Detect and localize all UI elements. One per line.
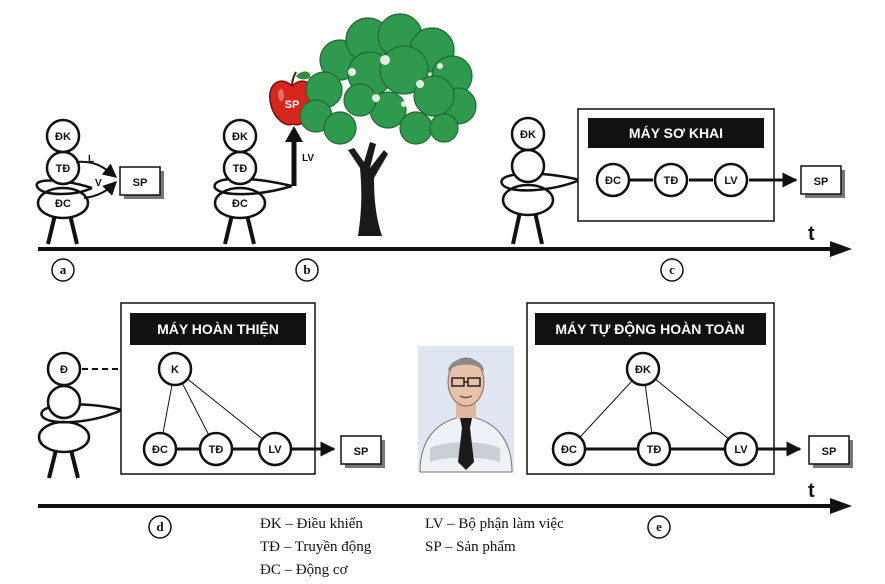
belly-label: ĐC	[55, 198, 71, 210]
legend-dk: ĐK – Điều khiển	[260, 516, 363, 532]
product-box	[340, 435, 382, 465]
timeline-1-label: t	[808, 223, 815, 245]
machine-title: MÁY SƠ KHAI	[629, 125, 723, 141]
arrow-label-l: L	[88, 154, 94, 165]
panel-label: e	[656, 519, 662, 534]
node-lv-label: LV	[724, 175, 738, 187]
legend-sp: SP – Sản phẩm	[425, 539, 516, 555]
node-k	[157, 351, 193, 387]
body-belly	[36, 186, 90, 220]
node-dc-label: ĐC	[152, 444, 168, 456]
machine-title-bar	[130, 313, 306, 345]
panel-label: d	[156, 519, 164, 534]
product-box	[808, 435, 850, 465]
node-dc-label: ĐC	[561, 444, 577, 456]
node-dc	[595, 162, 631, 198]
belly-label: ĐC	[232, 198, 248, 210]
legend-dc: ĐC – Động cơ	[260, 562, 349, 578]
node-lv	[723, 431, 759, 467]
head-label: ĐK	[232, 131, 248, 143]
product-label: SP	[133, 177, 148, 189]
node-dc	[551, 431, 587, 467]
product-label: SP	[822, 446, 837, 458]
node-lv-label: LV	[268, 444, 282, 456]
node-td	[636, 431, 672, 467]
legend: ĐK – Điều khiển TĐ – Truyền động ĐC – Độ…	[260, 516, 564, 578]
node-dk-label: ĐK	[635, 364, 651, 376]
arrow-label-lv: LV	[302, 153, 314, 164]
panel-label: c	[669, 262, 675, 277]
node-lv-label: LV	[734, 444, 748, 456]
tree-icon	[299, 13, 477, 236]
panel-label-circle	[51, 258, 75, 282]
panel-a: ĐK TĐ ĐC L V SP a	[35, 118, 164, 282]
machine-title-bar	[588, 118, 764, 148]
node-lv	[257, 431, 293, 467]
node-dc	[142, 431, 178, 467]
node-td-label: TĐ	[664, 175, 679, 187]
machine-title: MÁY HOÀN THIỆN	[157, 320, 279, 337]
machine-title: MÁY TỰ ĐỘNG HOÀN TOÀN	[555, 320, 744, 337]
product-label: SP	[354, 446, 369, 458]
apple-label: SP	[285, 99, 300, 111]
node-lv	[713, 162, 749, 198]
node-dk	[625, 351, 661, 387]
product-box	[119, 166, 161, 196]
node-td	[653, 162, 689, 198]
head-label: Đ	[60, 364, 68, 376]
legend-lv: LV – Bộ phận làm việc	[425, 516, 564, 532]
panel-c: ĐK MÁY SƠ KHAI ĐC TĐ LV SP c	[500, 108, 845, 282]
head-label: ĐK	[520, 129, 536, 141]
panel-d: Đ MÁY HOÀN THIỆN K ĐC TĐ LV SP d	[37, 302, 385, 539]
node-k-label: K	[171, 364, 179, 376]
node-td-label: TĐ	[647, 444, 662, 456]
panel-b: ĐK TĐ ĐC LV SP	[213, 13, 477, 282]
legend-td: TĐ – Truyền động	[260, 539, 372, 555]
man-portrait-image	[418, 346, 514, 473]
panel-label: a	[60, 262, 67, 277]
arrow-label-v: V	[95, 178, 102, 189]
node-td	[198, 431, 234, 467]
panel-label: b	[303, 262, 310, 277]
product-label: SP	[814, 176, 829, 188]
timeline-1-arrowhead	[830, 241, 852, 257]
timeline-2-arrowhead	[830, 498, 852, 514]
chest-label: TĐ	[56, 163, 71, 175]
product-box	[800, 165, 842, 195]
node-td-label: TĐ	[209, 444, 224, 456]
timeline-2-label: t	[808, 480, 815, 502]
node-dc-label: ĐC	[605, 175, 621, 187]
chest-label: TĐ	[233, 163, 248, 175]
panel-e: MÁY TỰ ĐỘNG HOÀN TOÀN ĐK ĐC TĐ LV SP e	[526, 302, 853, 539]
body-head	[45, 118, 81, 154]
head-label: ĐK	[55, 131, 71, 143]
machine-title-bar	[535, 313, 766, 345]
